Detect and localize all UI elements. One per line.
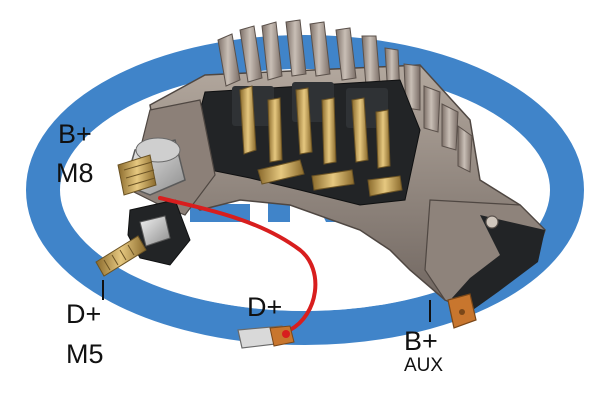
label-b-plus-aux: B+ bbox=[404, 326, 438, 356]
heatsink-fins bbox=[217, 19, 473, 173]
label-b-plus-m8: B+ bbox=[58, 119, 92, 149]
logo-ring bbox=[26, 35, 584, 345]
d-plus-red-wire bbox=[158, 196, 318, 332]
mounting-screw-right bbox=[485, 215, 499, 229]
d-plus-m5-stud bbox=[95, 199, 191, 277]
label-d-plus-m5: D+ bbox=[66, 299, 102, 329]
d-plus-wire-connector bbox=[237, 325, 295, 349]
spade-terminals bbox=[239, 85, 403, 197]
label-m8: M8 bbox=[56, 158, 94, 188]
threaded-bolt-m5 bbox=[95, 235, 147, 277]
label-aux: AUX bbox=[404, 355, 444, 376]
label-m5: M5 bbox=[66, 339, 104, 369]
label-d-plus-wire: D+ bbox=[247, 292, 283, 322]
b-plus-aux-tab bbox=[447, 293, 477, 329]
b-plus-m8-stud bbox=[117, 99, 216, 216]
